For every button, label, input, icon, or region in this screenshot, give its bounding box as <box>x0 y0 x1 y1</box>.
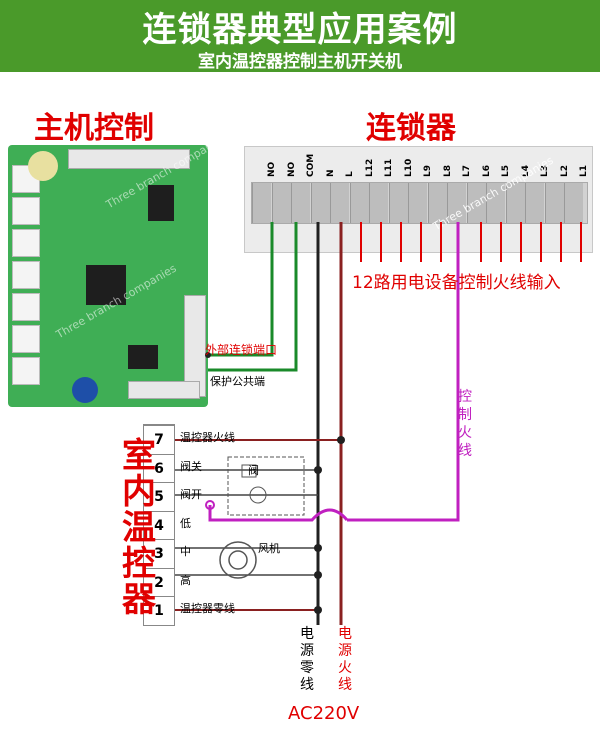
terminal-screw <box>427 183 447 223</box>
fan-label: 风机 <box>258 542 280 555</box>
terminal-screw <box>291 183 310 223</box>
terminal-screw <box>310 183 330 223</box>
page-title: 连锁器典型应用案例 <box>142 10 458 50</box>
valve-box <box>227 456 305 516</box>
thermostat-terminal-label: 温控器零线 <box>180 602 235 615</box>
interlock-pin-label: L1 <box>579 165 589 177</box>
bottom-connector <box>128 381 200 399</box>
mcu-chip <box>86 265 126 305</box>
thermostat-terminal-number: 6 <box>144 453 174 483</box>
host-control-label: 主机控制 <box>34 111 154 146</box>
buzzer <box>28 151 58 181</box>
terminal-screw <box>369 183 388 223</box>
relay <box>12 293 40 321</box>
terminal-strip <box>251 182 588 224</box>
interlock-pin-label: N <box>325 169 336 177</box>
thermostat-terminal-number: 1 <box>144 596 174 625</box>
interlock-pin-label: L <box>345 171 355 177</box>
interlock-pin-label: NO <box>286 161 297 177</box>
wire-control-live-hop <box>208 505 349 522</box>
thermostat-terminal-number: 5 <box>144 482 174 511</box>
terminal-screw <box>252 183 271 223</box>
thermostat-label: 室内温控器 <box>122 436 156 620</box>
terminal-screw <box>544 183 564 223</box>
interlock-pin-label: L11 <box>384 158 394 177</box>
junction-dot <box>205 500 215 510</box>
capacitor <box>72 377 98 403</box>
thermostat-terminal-label: 阀关 <box>180 459 202 473</box>
terminal-screw <box>388 183 408 223</box>
ic-chip <box>148 185 174 221</box>
relay <box>12 197 40 225</box>
terminal-screw <box>486 183 505 223</box>
power-live-label: 电源火线 <box>338 626 352 693</box>
protect-common-label: 保护公共端 <box>210 375 265 388</box>
fan-icon <box>228 550 248 570</box>
interlock-pin-label: L7 <box>462 165 472 177</box>
terminal-screw <box>447 183 466 223</box>
terminal-screw <box>564 183 583 223</box>
valve-label: 阀 <box>248 464 259 477</box>
control-live-label: 控制火线 <box>458 389 472 459</box>
ac-voltage-label: AC220V <box>288 703 360 724</box>
junction-dots <box>205 352 345 614</box>
external-interlock-label: 外部连锁端口 <box>205 343 278 357</box>
thermostat-terminal-number: 7 <box>144 425 174 454</box>
power-neutral-label: 电源零线 <box>300 626 314 693</box>
relay <box>12 357 40 385</box>
fan-icon <box>219 541 257 579</box>
valve-motor-icon <box>249 486 267 504</box>
interlock-pin-label: L12 <box>364 158 375 177</box>
top-connector <box>68 149 190 169</box>
thermostat-terminal-label: 阀开 <box>180 488 202 501</box>
terminal-screw <box>525 183 544 223</box>
ic-chip <box>128 345 158 369</box>
interlock-pin-label: L8 <box>442 165 453 177</box>
page-subtitle: 室内温控器控制主机开关机 <box>198 52 402 72</box>
interlock-pin-label: L10 <box>403 158 414 177</box>
header-banner: 连锁器典型应用案例 室内温控器控制主机开关机 <box>0 0 600 72</box>
terminal-screw <box>408 183 427 223</box>
wire-control-live <box>347 222 460 522</box>
interlock-pin-label: L6 <box>481 165 492 177</box>
thermostat-terminal-label: 低 <box>180 516 191 530</box>
terminal-screw <box>349 183 369 223</box>
thermostat-terminal-number: 2 <box>144 567 174 597</box>
interlock-label: 连锁器 <box>366 111 456 146</box>
interlock-pin-label: NO <box>267 161 277 177</box>
thermostat-terminal-number: 4 <box>144 510 174 540</box>
thermostat-terminal-label: 高 <box>180 573 191 587</box>
input-label: 12路用电设备控制火线输入 <box>352 273 561 293</box>
thermostat-terminal-number: 3 <box>144 539 174 568</box>
relay <box>12 229 40 257</box>
terminal-screw <box>271 183 291 223</box>
terminal-screw <box>330 183 349 223</box>
interlock-pin-label: L9 <box>423 165 433 177</box>
relay <box>12 261 40 289</box>
thermostat-terminal-label: 中 <box>180 545 191 558</box>
terminal-screw <box>466 183 486 223</box>
thermostat-terminal-label: 温控器火线 <box>180 431 235 444</box>
relay <box>12 325 40 353</box>
interlock-pin-label: COM <box>306 153 316 177</box>
interlock-pin-label: L2 <box>559 165 570 177</box>
host-controller-board: Three branch companies Three branch comp… <box>8 145 208 407</box>
terminal-screw <box>505 183 525 223</box>
